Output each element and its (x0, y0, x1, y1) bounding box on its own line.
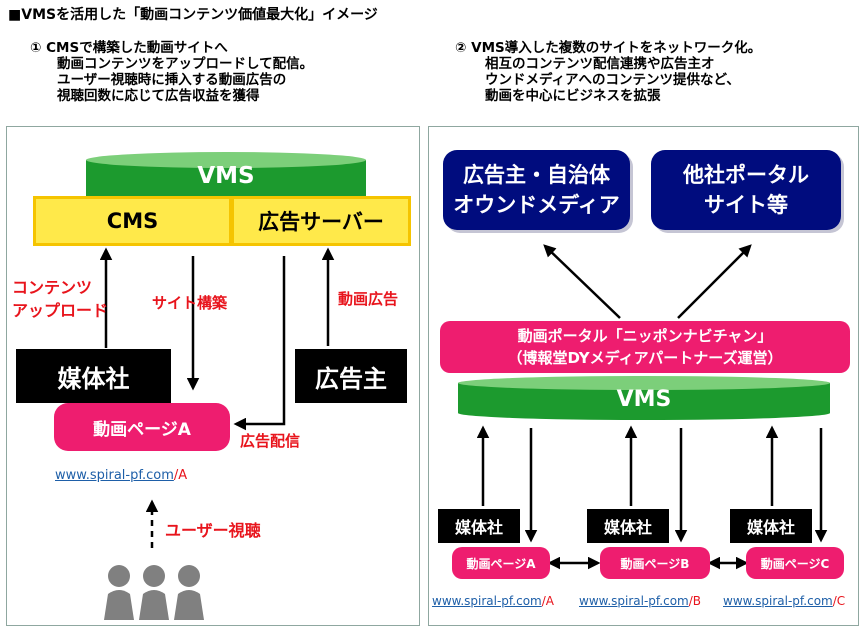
other-portal-line-1: 他社ポータル (683, 163, 809, 187)
owned-media-line-2: オウンドメディア (453, 193, 620, 217)
url-b-suffix: /B (688, 594, 702, 608)
left-description: ① CMSで構築した動画サイトへ 動画コンテンツをアップロードして配信。 ユーザ… (30, 40, 313, 104)
video-ad-label: 動画広告 (338, 290, 399, 308)
advertiser-box: 広告主 (295, 349, 407, 403)
left-desc-line-2: 動画コンテンツをアップロードして配信。 (57, 56, 314, 72)
left-arrows (99, 247, 335, 548)
left-url-domain[interactable]: www.spiral-pf.com (55, 468, 174, 483)
url-c-domain[interactable]: www.spiral-pf.com (723, 594, 833, 608)
other-portal-box: 他社ポータル サイト等 (651, 150, 841, 230)
video-page-c: 動画ページC (746, 547, 844, 579)
owned-media-line-1: 広告主・自治体 (463, 163, 610, 187)
user-group-icon (104, 565, 204, 620)
cms-box: CMS (33, 196, 232, 246)
video-portal-box: 動画ポータル「ニッポンナビチャン」 （博報堂DYメディアパートナーズ運営） (440, 321, 850, 373)
media-company-b: 媒体社 (587, 509, 669, 543)
url-b[interactable]: www.spiral-pf.com/B (579, 594, 701, 608)
video-page-box: 動画ページA (54, 403, 230, 451)
video-portal-line-1: 動画ポータル「ニッポンナビチャン」 (517, 327, 773, 345)
ad-server-box: 広告サーバー (231, 196, 411, 246)
right-desc-line-1: ② VMS導入した複数のサイトをネットワーク化。 (455, 40, 762, 56)
left-desc-line-1: ① CMSで構築した動画サイトへ (30, 40, 228, 56)
url-c[interactable]: www.spiral-pf.com/C (723, 594, 845, 608)
right-desc-line-2: 相互のコンテンツ配信連携や広告主オ (485, 56, 715, 72)
media-company-c: 媒体社 (730, 509, 812, 543)
user-viewing-label: ユーザー視聴 (165, 521, 261, 540)
media-company-a: 媒体社 (438, 509, 520, 543)
left-url[interactable]: www.spiral-pf.com/A (55, 468, 187, 483)
video-page-b: 動画ページB (600, 547, 710, 579)
url-b-domain[interactable]: www.spiral-pf.com (579, 594, 689, 608)
url-a-suffix: /A (541, 594, 554, 608)
site-build-label: サイト構築 (152, 294, 228, 312)
left-url-suffix: /A (173, 468, 188, 483)
url-a-domain[interactable]: www.spiral-pf.com (432, 594, 542, 608)
ad-delivery-arrow (233, 256, 286, 431)
upload-label-line-1: コンテンツ (12, 278, 93, 297)
url-c-suffix: /C (832, 594, 846, 608)
arrow-to-other-portal (677, 244, 752, 319)
other-portal-line-2: サイト等 (704, 193, 788, 217)
video-page-a: 動画ページA (452, 547, 550, 579)
left-vms-label: VMS (197, 163, 255, 189)
right-arrows (476, 244, 828, 570)
owned-media-box: 広告主・自治体 オウンドメディア (443, 150, 630, 230)
left-desc-line-3: ユーザー視聴時に挿入する動画広告の (57, 72, 287, 88)
upload-label: コンテンツ アップロード (12, 276, 108, 322)
left-desc-line-4: 視聴回数に応じて広告収益を獲得 (57, 88, 260, 104)
ad-delivery-label: 広告配信 (240, 432, 301, 450)
right-desc-line-4: 動画を中心にビジネスを拡張 (485, 88, 661, 104)
page-title: ■VMSを活用した「動画コンテンツ価値最大化」イメージ (8, 7, 378, 23)
arrow-to-owned-media (543, 244, 621, 319)
right-description: ② VMS導入した複数のサイトをネットワーク化。 相互のコンテンツ配信連携や広告… (455, 40, 761, 104)
right-vms-label: VMS (616, 387, 672, 412)
media-company-box: 媒体社 (16, 349, 171, 403)
video-portal-line-2: （博報堂DYメディアパートナーズ運営） (507, 349, 783, 367)
right-vms-cylinder (458, 376, 830, 420)
right-desc-line-3: ウンドメディアへのコンテンツ提供など、 (485, 72, 740, 88)
url-a[interactable]: www.spiral-pf.com/A (432, 594, 554, 608)
upload-label-line-2: アップロード (12, 301, 109, 320)
